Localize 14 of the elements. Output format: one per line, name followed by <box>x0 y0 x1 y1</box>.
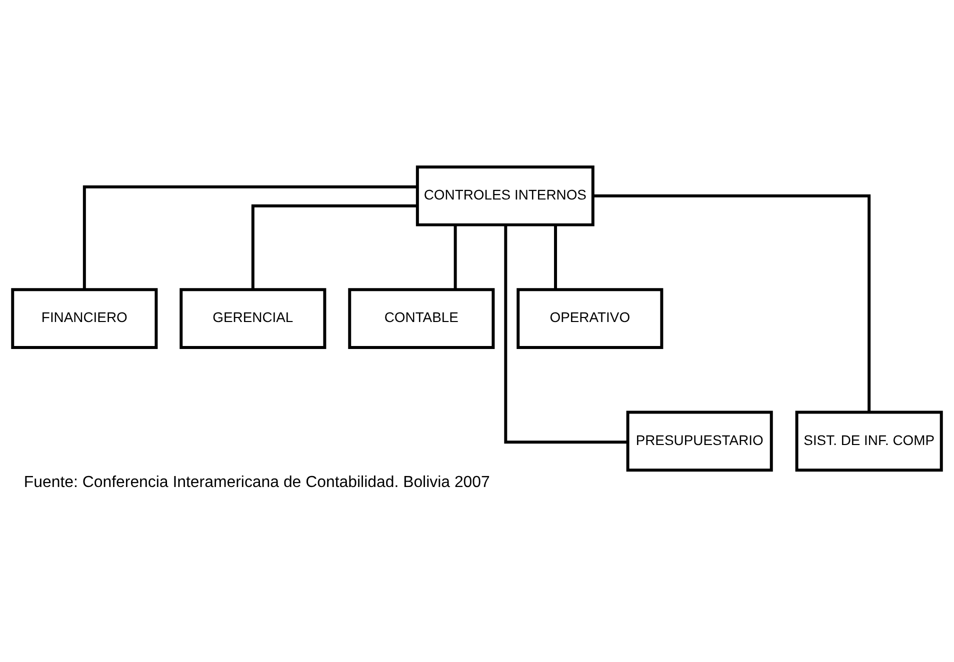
connector <box>593 194 871 412</box>
connector <box>82 184 418 289</box>
connector <box>554 224 557 289</box>
connector <box>454 224 457 289</box>
node-box: SIST. DE INF. COMP <box>795 410 943 472</box>
node-box: CONTABLE <box>348 288 495 348</box>
node-box: GERENCIAL <box>180 288 326 348</box>
connector <box>504 224 628 444</box>
node-box: FINANCIERO <box>11 288 158 348</box>
caption: Fuente: Conferencia Interamericana de Contabilidad. Bolivia 2007 <box>24 473 490 490</box>
node-box: CONTROLES INTERNOS <box>416 165 594 226</box>
node-box: OPERATIVO <box>516 288 664 348</box>
connector <box>251 204 418 290</box>
node-box: PRESUPUESTARIO <box>626 410 773 472</box>
